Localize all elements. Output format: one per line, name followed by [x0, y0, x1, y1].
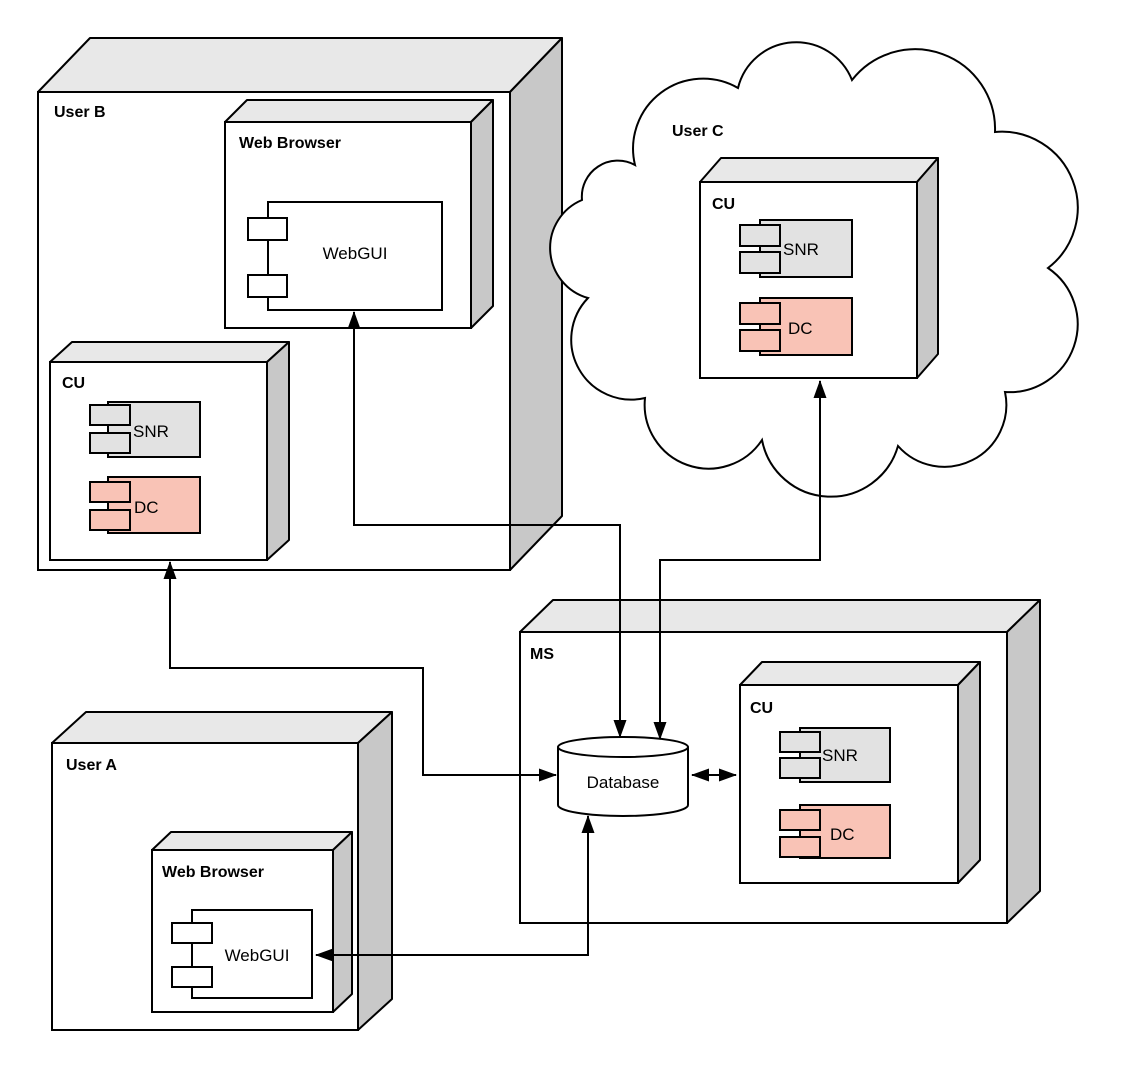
cu-c-side-face: [916, 157, 939, 379]
web-browser-a-top-face: [151, 831, 353, 851]
component-snr-b: SNR: [89, 401, 201, 458]
node-ms-label: MS: [530, 646, 554, 663]
node-user-a: User A Web Browser WebGUI: [51, 711, 393, 1031]
component-dc-ms-label: DC: [830, 825, 855, 844]
component-tab: [89, 509, 131, 531]
node-web-browser-b-label: Web Browser: [239, 135, 341, 152]
component-webgui-a-label: WebGUI: [225, 946, 290, 965]
cu-b-side-face: [266, 341, 290, 561]
node-database-label: Database: [587, 773, 660, 792]
component-snr-c: SNR: [739, 219, 853, 278]
user-b-side-face: [509, 37, 563, 571]
cu-ms-side-face: [957, 661, 981, 884]
node-user-b-label: User B: [54, 104, 106, 121]
component-tab: [739, 224, 781, 247]
node-user-a-label: User A: [66, 757, 117, 774]
component-tab: [247, 217, 288, 241]
user-b-top-face: [37, 37, 563, 93]
component-tab: [779, 809, 821, 831]
component-dc-b: DC: [89, 476, 201, 534]
cu-ms-top-face: [739, 661, 981, 686]
component-tab: [171, 966, 213, 988]
node-cu-c-label: CU: [712, 196, 735, 213]
connection-cu-c-database-arrow: [653, 380, 827, 740]
cu-b-top-face: [49, 341, 290, 363]
component-snr-b-label: SNR: [133, 422, 169, 441]
connection-cu-b-database-arrow: [163, 561, 557, 782]
user-a-side-face: [357, 711, 393, 1031]
webgui-b-body: [267, 201, 443, 311]
node-database: Database: [557, 736, 689, 817]
connection-webgui-b-database-arrow: [347, 311, 627, 738]
component-dc-ms: DC: [779, 804, 891, 859]
component-tab: [779, 731, 821, 753]
node-cu-b: CU SNR DC: [49, 341, 290, 561]
component-tab: [739, 329, 781, 352]
component-tab: [739, 302, 781, 325]
database-cylinder-body: [557, 747, 689, 817]
component-tab: [89, 481, 131, 503]
component-tab: [779, 836, 821, 858]
node-web-browser-a: Web Browser WebGUI: [151, 831, 353, 1013]
component-snr-c-label: SNR: [783, 240, 819, 259]
node-user-c-label: User C: [672, 123, 724, 140]
node-web-browser-a-label: Web Browser: [162, 864, 264, 881]
component-webgui-b-label: WebGUI: [323, 244, 388, 263]
database-cylinder-top: [557, 736, 689, 758]
component-webgui-a: WebGUI: [171, 909, 313, 999]
node-cu-c: CU SNR DC: [699, 157, 939, 379]
user-a-top-face: [51, 711, 393, 744]
component-dc-c-label: DC: [788, 319, 813, 338]
component-snr-ms-label: SNR: [822, 746, 858, 765]
node-ms: MS Database CU SNR DC: [519, 599, 1041, 924]
web-browser-b-top-face: [224, 99, 494, 123]
node-user-c: User C CU SNR DC: [549, 41, 1079, 498]
ms-side-face: [1006, 599, 1041, 924]
component-webgui-b: WebGUI: [247, 201, 443, 311]
node-cu-ms-label: CU: [750, 700, 773, 717]
component-tab: [739, 251, 781, 274]
connection-webgui-a-database-arrow: [315, 815, 595, 962]
component-dc-b-label: DC: [134, 498, 159, 517]
component-tab: [89, 432, 131, 454]
node-cu-ms: CU SNR DC: [739, 661, 981, 884]
node-cu-b-label: CU: [62, 375, 85, 392]
cu-c-top-face: [699, 157, 939, 183]
component-dc-c: DC: [739, 297, 853, 356]
component-tab: [171, 922, 213, 944]
web-browser-a-side-face: [332, 831, 353, 1013]
component-tab: [779, 757, 821, 779]
component-tab: [89, 404, 131, 426]
component-tab: [247, 274, 288, 298]
ms-top-face: [519, 599, 1041, 633]
web-browser-b-side-face: [470, 99, 494, 329]
